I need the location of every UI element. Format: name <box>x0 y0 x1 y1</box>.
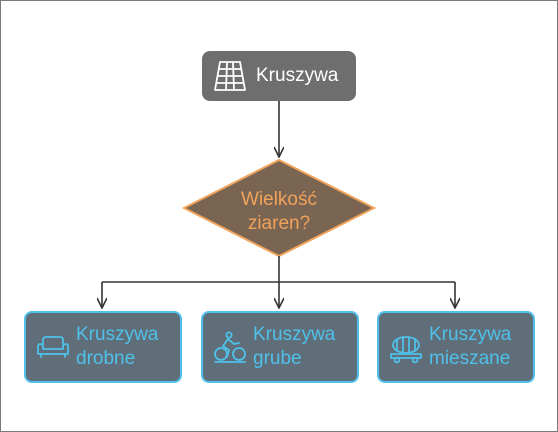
decision-label: Wielkość ziaren? <box>212 188 346 236</box>
root-label: Kruszywa <box>256 65 339 86</box>
leaf-2-line-1: Kruszywa <box>253 324 336 345</box>
leaf-3-line-2: mieszane <box>429 348 511 369</box>
decision-line-1: Wielkość <box>240 189 317 210</box>
cyclist-icon <box>214 331 246 363</box>
leaf-node-3: Kruszywa mieszane <box>377 311 535 383</box>
sofa-icon <box>37 336 69 358</box>
leaf-2-line-2: grube <box>253 348 302 369</box>
tiles-icon <box>214 61 246 91</box>
root-node: Kruszywa <box>202 51 356 101</box>
leaf-3-line-1: Kruszywa <box>429 324 512 345</box>
leaf-1-line-2: drobne <box>76 348 136 369</box>
leaf-node-2: Kruszywa grube <box>201 311 359 383</box>
cement-mixer-icon <box>390 336 422 364</box>
leaf-1-line-1: Kruszywa <box>76 324 159 345</box>
decision-line-2: ziaren? <box>247 213 311 234</box>
leaf-node-1: Kruszywa drobne <box>24 311 182 383</box>
